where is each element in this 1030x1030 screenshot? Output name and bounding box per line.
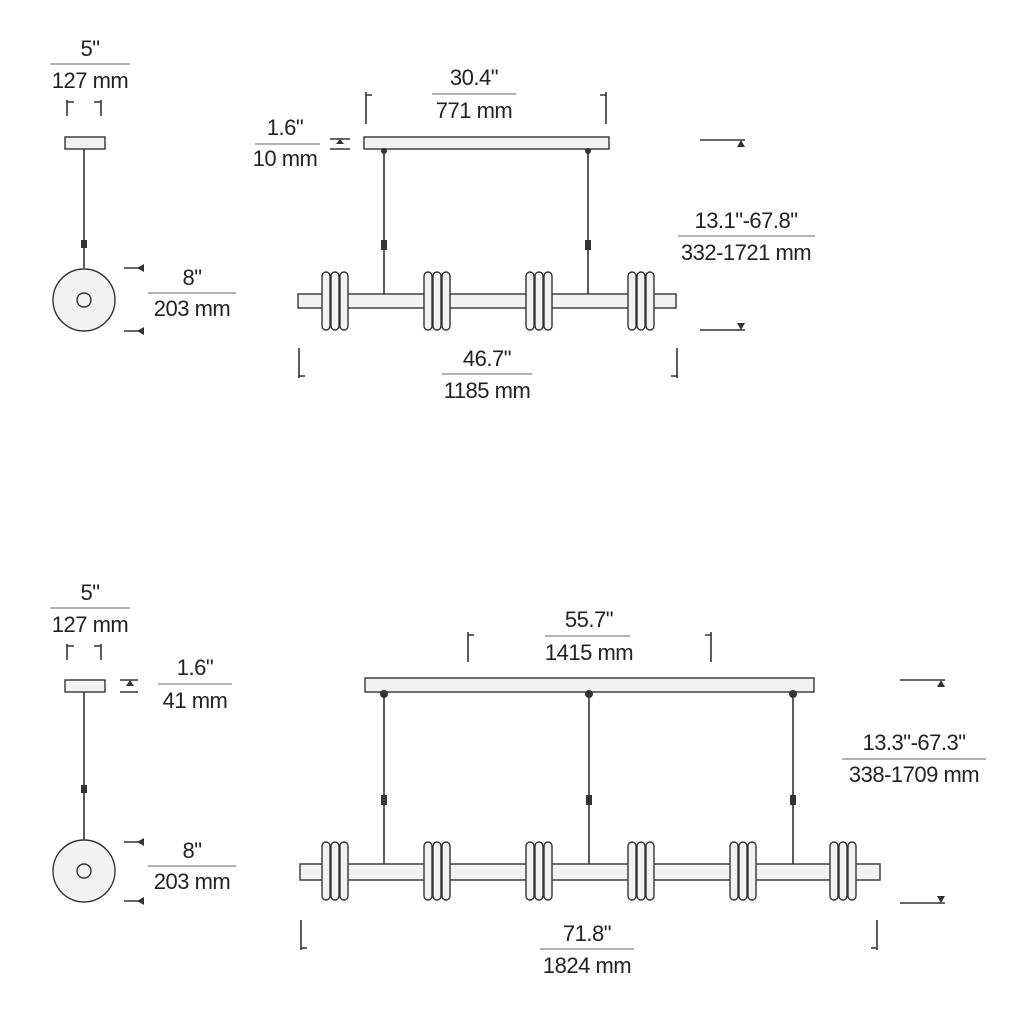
bottom-front-shade [729,841,757,901]
top-canopy-length-mm: 771 mm [436,98,512,123]
bottom-overall-length-in: 71.8" [563,921,611,946]
bottom-side-width-mm: 127 mm [52,612,128,637]
top-overall-height-in: 13.1"-67.8" [694,208,797,233]
top-side-ball-mm: 203 mm [154,296,230,321]
top-front-shade [321,271,349,331]
bottom-front-shade [525,841,553,901]
bottom-front-shade [423,841,451,901]
bottom-front-shade [627,841,655,901]
bottom-canopy-length-in: 55.7" [565,607,613,632]
top-front-shade [423,271,451,331]
top-front-view: 1.6" 10 mm 30.4" 771 mm [253,65,815,403]
bottom-front-bar [299,863,881,881]
bottom-front-shade [829,841,857,901]
top-front-shade [627,271,655,331]
bottom-canopy-height-in: 1.6" [177,655,213,680]
top-side-view: 5" 127 mm 8" 203 mm [50,36,236,335]
top-front-bar [297,293,677,309]
bottom-front-canopy [364,677,815,693]
top-canopy-length-in: 30.4" [450,65,498,90]
top-canopy-height-mm: 10 mm [253,146,318,171]
top-overall-height-mm: 332-1721 mm [681,240,811,265]
top-canopy-height-in: 1.6" [267,115,303,140]
bottom-canopy-length-mm: 1415 mm [545,640,633,665]
top-overall-length-mm: 1185 mm [444,378,531,403]
bottom-overall-height-in: 13.3"-67.3" [862,730,965,755]
top-overall-length-in: 46.7" [463,346,511,371]
bottom-front-shade [321,841,349,901]
bottom-side-ball-in: 8" [182,838,201,863]
bottom-side-view: 5" 127 mm 1.6" 41 mm 8" 203 mm [50,580,236,905]
bottom-side-canopy [64,679,106,693]
bottom-overall-height-mm: 338-1709 mm [849,762,979,787]
bottom-front-view: 55.7" 1415 mm [299,607,986,978]
top-front-shade [525,271,553,331]
bottom-canopy-height-mm: 41 mm [163,688,228,713]
top-side-width-mm: 127 mm [52,68,128,93]
top-side-ball-in: 8" [182,265,201,290]
top-side-width-in: 5" [80,36,99,61]
bottom-side-ball-mm: 203 mm [154,869,230,894]
top-front-canopy [363,136,610,150]
bottom-overall-length-mm: 1824 mm [543,953,631,978]
bottom-side-width-in: 5" [80,580,99,605]
top-side-canopy [64,136,106,150]
